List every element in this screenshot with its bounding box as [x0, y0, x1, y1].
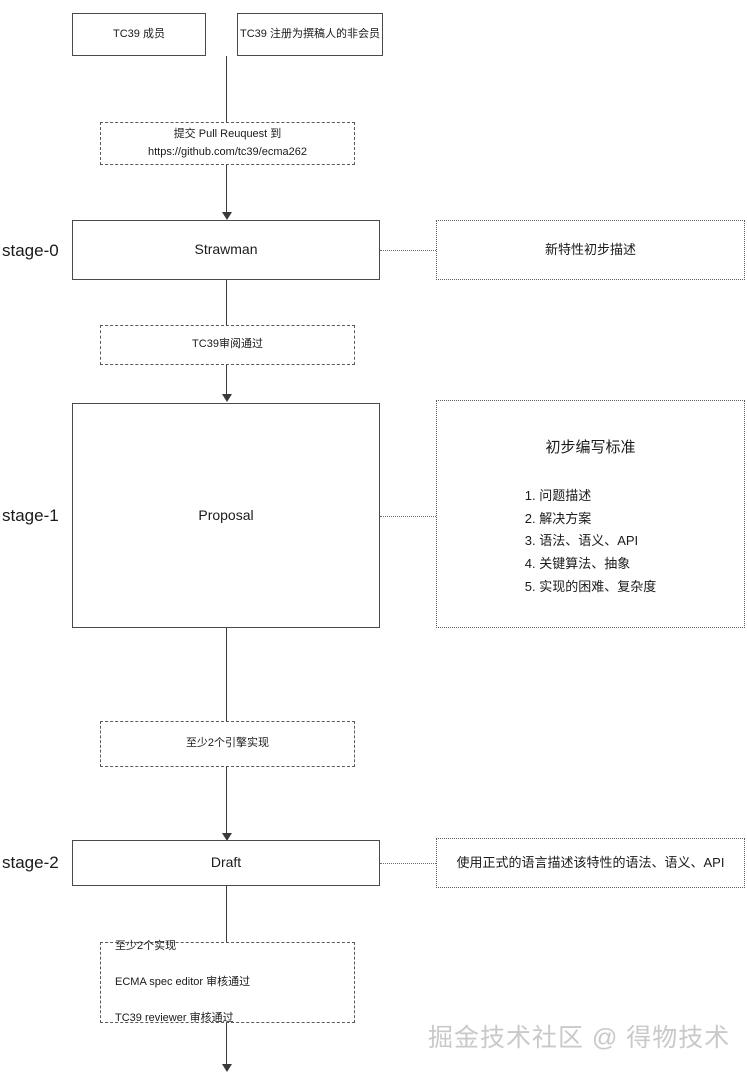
stage-label-0: stage-0	[2, 241, 59, 260]
transition-tc39-review-label: TC39审阅通过	[192, 338, 263, 351]
node-tc39-non-member: TC39 注册为撰稿人的非会员	[237, 13, 383, 56]
submit-pr-line-1: 提交 Pull Reuquest 到	[173, 128, 282, 141]
description-strawman-label: 新特性初步描述	[544, 241, 636, 257]
connector-strawman-to-desc	[380, 250, 436, 251]
connector-draft-to-criteria	[226, 886, 227, 942]
list-item: 2. 解决方案	[524, 510, 592, 526]
description-proposal: 初步编写标准 1. 问题描述 2. 解决方案 3. 语法、语义、API 4. 关…	[436, 400, 745, 628]
stage3-criteria-line-3: TC39 reviewer 审核通过	[115, 1012, 234, 1025]
description-proposal-list: 1. 问题描述 2. 解决方案 3. 语法、语义、API 4. 关键算法、抽象 …	[525, 485, 656, 599]
connector-proposal-to-impl	[226, 628, 227, 721]
node-draft: Draft	[72, 840, 380, 886]
connector-actors-to-pr	[226, 56, 227, 122]
stage-label-2: stage-2	[2, 853, 59, 872]
stage3-criteria-line-1: 至少2个实现	[115, 939, 177, 952]
arrow-review-to-proposal	[222, 394, 232, 402]
watermark: 掘金技术社区 @ 得物技术	[428, 1024, 731, 1052]
submit-pr-line-2: https://github.com/tc39/ecma262	[148, 145, 307, 158]
connector-pr-to-strawman	[226, 165, 227, 213]
transition-two-engine-impl: 至少2个引擎实现	[100, 721, 355, 767]
arrow-criteria-to-next	[222, 1064, 232, 1072]
description-strawman: 新特性初步描述	[436, 220, 745, 280]
description-proposal-title: 初步编写标准	[545, 438, 636, 456]
transition-tc39-review: TC39审阅通过	[100, 325, 355, 365]
arrow-pr-to-strawman	[222, 212, 232, 220]
arrow-impl-to-draft	[222, 833, 232, 841]
transition-two-engine-impl-label: 至少2个引擎实现	[185, 737, 270, 750]
node-proposal: Proposal	[72, 403, 380, 628]
node-proposal-label: Proposal	[198, 506, 254, 523]
node-strawman-label: Strawman	[194, 241, 258, 258]
list-item: 1. 问题描述	[524, 487, 592, 503]
node-strawman: Strawman	[72, 220, 380, 280]
connector-impl-to-draft	[226, 767, 227, 834]
connector-criteria-to-next	[226, 1023, 227, 1065]
description-draft-label: 使用正式的语言描述该特性的语法、语义、API	[456, 854, 725, 870]
connector-draft-to-desc	[380, 863, 436, 864]
list-item: 5. 实现的困难、复杂度	[524, 578, 657, 594]
stage3-criteria-line-2: ECMA spec editor 审核通过	[115, 975, 251, 988]
description-draft: 使用正式的语言描述该特性的语法、语义、API	[436, 838, 745, 888]
transition-stage3-criteria: 至少2个实现 ECMA spec editor 审核通过 TC39 review…	[100, 940, 355, 1024]
connector-review-to-proposal	[226, 365, 227, 395]
connector-strawman-to-review	[226, 280, 227, 325]
node-draft-label: Draft	[210, 854, 242, 871]
node-tc39-member-label: TC39 成员	[113, 27, 165, 40]
transition-submit-pr: 提交 Pull Reuquest 到 https://github.com/tc…	[100, 122, 355, 165]
stage-label-1: stage-1	[2, 506, 59, 525]
connector-proposal-to-desc	[380, 516, 436, 517]
node-tc39-non-member-label: TC39 注册为撰稿人的非会员	[240, 27, 380, 40]
list-item: 3. 语法、语义、API	[524, 533, 639, 549]
node-tc39-member: TC39 成员	[72, 13, 206, 56]
list-item: 4. 关键算法、抽象	[524, 556, 631, 571]
